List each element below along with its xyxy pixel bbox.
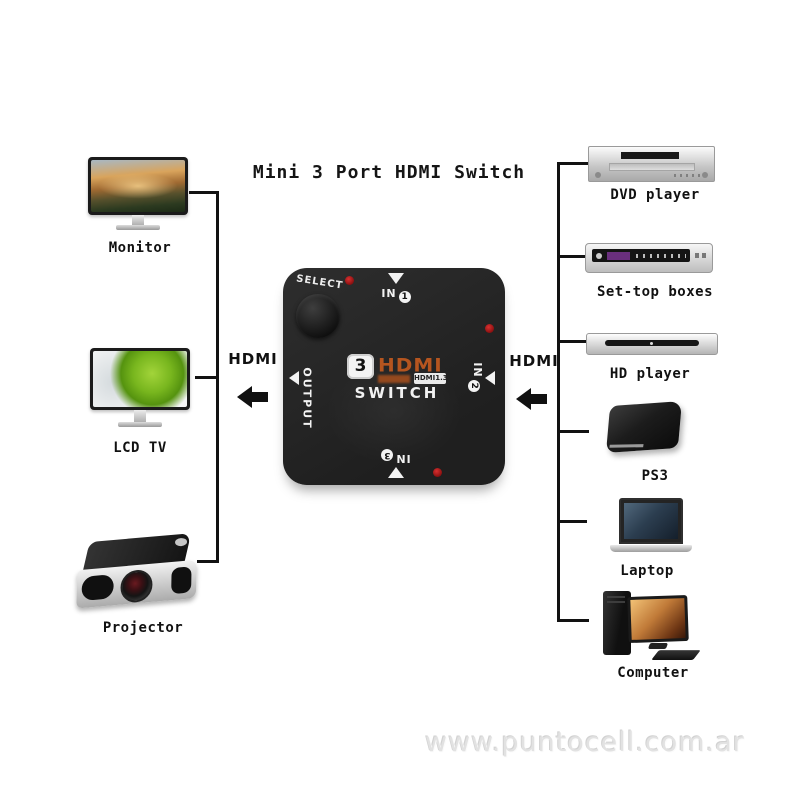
select-button bbox=[296, 294, 340, 338]
monitor-image bbox=[88, 157, 188, 230]
connector-line bbox=[557, 255, 588, 258]
projector-grille bbox=[171, 566, 192, 595]
projector-lens bbox=[120, 568, 153, 604]
laptop-display bbox=[624, 503, 678, 539]
logo-port-count: 3 bbox=[347, 354, 374, 379]
connector-line bbox=[557, 162, 589, 165]
left-hdmi-label: HDMI bbox=[228, 350, 278, 368]
dvd-buttons bbox=[674, 174, 700, 177]
monitor-bezel bbox=[88, 157, 188, 215]
switch-logo-label: SWITCH bbox=[354, 384, 440, 402]
pc-screen bbox=[630, 598, 686, 640]
connector-line bbox=[557, 430, 589, 433]
arrow-left-icon bbox=[289, 371, 299, 385]
watermark: www.puntocell.com.ar bbox=[425, 727, 745, 758]
connector-line bbox=[195, 376, 219, 379]
hdmi-version-badge: HDMI1.3 bbox=[414, 373, 448, 384]
circled-3-icon: 3 bbox=[381, 449, 394, 461]
logo-subtext bbox=[378, 375, 410, 383]
set-top-box-image bbox=[585, 243, 713, 273]
projector-grille bbox=[81, 574, 114, 602]
laptop-label: Laptop bbox=[620, 563, 674, 579]
connector-line bbox=[197, 560, 219, 563]
arrow-up-icon bbox=[388, 467, 404, 478]
arrow-down-icon bbox=[388, 273, 404, 284]
pc-keyboard bbox=[651, 650, 701, 660]
dvd-player-image bbox=[588, 146, 715, 182]
dvd-tray bbox=[621, 152, 679, 159]
select-label: SELECT bbox=[295, 273, 344, 292]
right-arrow-icon bbox=[516, 388, 548, 410]
monitor-screen bbox=[91, 160, 185, 212]
port-in3-label: IN3 bbox=[374, 449, 418, 465]
stb-front-panel bbox=[592, 249, 690, 262]
dvd-front-panel bbox=[609, 163, 695, 171]
computer-label: Computer bbox=[617, 665, 689, 681]
hd-player-button bbox=[650, 342, 653, 345]
page-title: Mini 3 Port HDMI Switch bbox=[252, 162, 526, 183]
lcd-tv-label: LCD TV bbox=[113, 440, 167, 456]
left-arrow-icon bbox=[237, 386, 269, 408]
circled-1-icon: 1 bbox=[398, 291, 411, 303]
connector-line bbox=[557, 340, 588, 343]
lcd-tv-screen bbox=[93, 351, 187, 407]
monitor-base bbox=[116, 225, 160, 230]
port-in2-label: IN2 bbox=[468, 355, 484, 399]
arrow-left-icon bbox=[485, 371, 495, 385]
dvd-player-label: DVD player bbox=[610, 187, 700, 203]
set-top-box-label: Set-top boxes bbox=[596, 284, 714, 300]
dvd-knob bbox=[702, 172, 708, 178]
right-hdmi-label: HDMI bbox=[509, 352, 559, 370]
port-output-label: OUTPUT bbox=[300, 367, 314, 430]
laptop-keyboard-deck bbox=[610, 544, 692, 552]
pc-monitor-base bbox=[647, 643, 669, 649]
led-indicator bbox=[485, 324, 494, 333]
pc-monitor bbox=[627, 594, 689, 644]
monitor-label: Monitor bbox=[108, 240, 172, 256]
stb-display bbox=[607, 252, 630, 260]
stb-power-light bbox=[596, 253, 602, 259]
laptop-screen-bezel bbox=[619, 498, 683, 544]
stb-side-buttons bbox=[695, 253, 707, 258]
stb-buttons bbox=[636, 254, 686, 258]
lcd-tv-image bbox=[90, 348, 190, 427]
lcd-tv-stand bbox=[134, 410, 146, 422]
projector-image bbox=[73, 533, 204, 624]
right-connector-bus bbox=[557, 162, 560, 621]
hd-player-image bbox=[586, 333, 718, 355]
ps3-label: PS3 bbox=[641, 468, 669, 484]
laptop-image bbox=[610, 498, 692, 556]
lcd-tv-bezel bbox=[90, 348, 190, 410]
pc-tower bbox=[603, 591, 631, 655]
led-indicator bbox=[345, 276, 354, 285]
ps3-console-image bbox=[605, 401, 683, 453]
pc-tower-drive-bays bbox=[607, 596, 625, 606]
connector-line bbox=[189, 191, 219, 194]
monitor-stand bbox=[132, 215, 144, 225]
dvd-knob bbox=[595, 172, 601, 178]
hd-player-label: HD player bbox=[609, 366, 691, 382]
ps3-disc-slot bbox=[609, 444, 644, 448]
desktop-computer-image bbox=[601, 591, 701, 663]
projector-label: Projector bbox=[102, 620, 184, 636]
connector-line bbox=[557, 520, 587, 523]
lcd-tv-base bbox=[118, 422, 162, 427]
led-indicator bbox=[433, 468, 442, 477]
hdmi-logo: HDMI bbox=[378, 353, 443, 377]
circled-2-icon: 2 bbox=[468, 379, 480, 392]
connector-line bbox=[557, 619, 589, 622]
